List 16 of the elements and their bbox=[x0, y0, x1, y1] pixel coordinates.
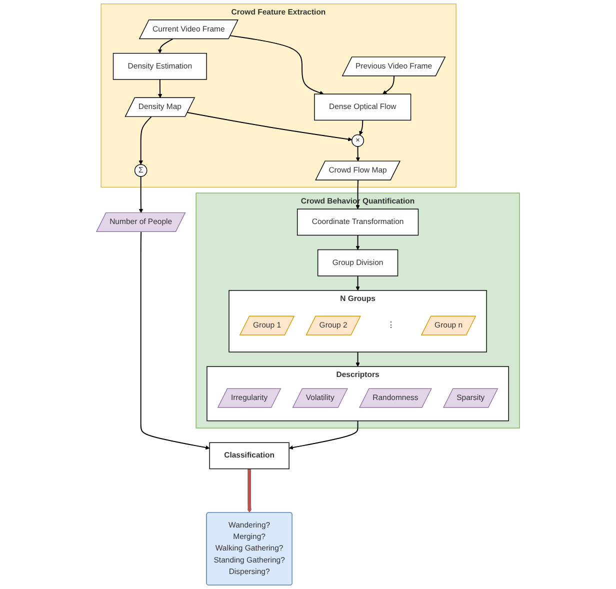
arrow bbox=[187, 112, 352, 142]
arrow bbox=[158, 79, 162, 98]
arrow bbox=[140, 231, 210, 450]
arrow bbox=[356, 146, 360, 162]
arrow bbox=[359, 120, 364, 136]
arrow bbox=[356, 275, 360, 291]
arrow bbox=[356, 234, 360, 250]
arrow bbox=[138, 176, 144, 214]
arrow bbox=[138, 116, 152, 165]
arrow bbox=[382, 76, 394, 94]
arrow bbox=[288, 420, 358, 450]
arrow bbox=[247, 468, 252, 513]
arrow bbox=[356, 352, 360, 367]
arrow bbox=[356, 180, 360, 210]
arrow bbox=[230, 35, 324, 95]
arrow bbox=[158, 38, 174, 54]
